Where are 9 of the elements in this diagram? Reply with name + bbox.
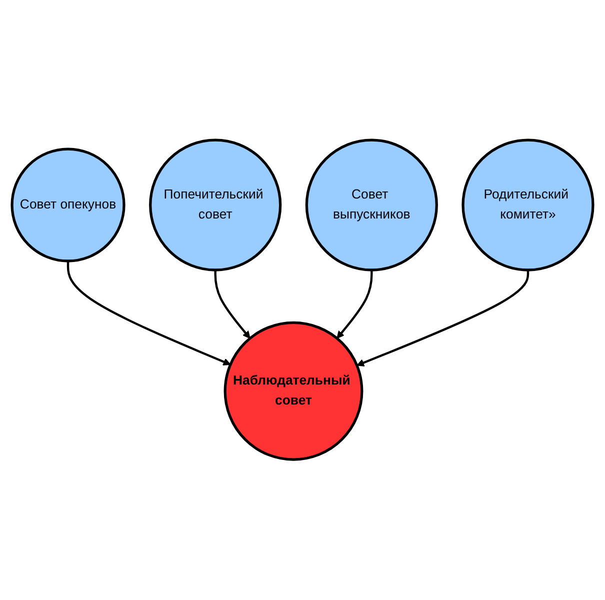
arrow	[336, 270, 373, 339]
arrow	[214, 270, 250, 339]
arrow	[356, 270, 530, 367]
node-circle: Совет опекунов	[10, 148, 126, 263]
node-circle: Наблюдательный совет	[224, 322, 364, 462]
arrow	[66, 261, 231, 366]
node-circle: Совет выпускников	[305, 138, 438, 272]
node-circle: Попечительский совет	[149, 138, 282, 272]
node-circle: Родительский комитет»	[462, 138, 594, 272]
